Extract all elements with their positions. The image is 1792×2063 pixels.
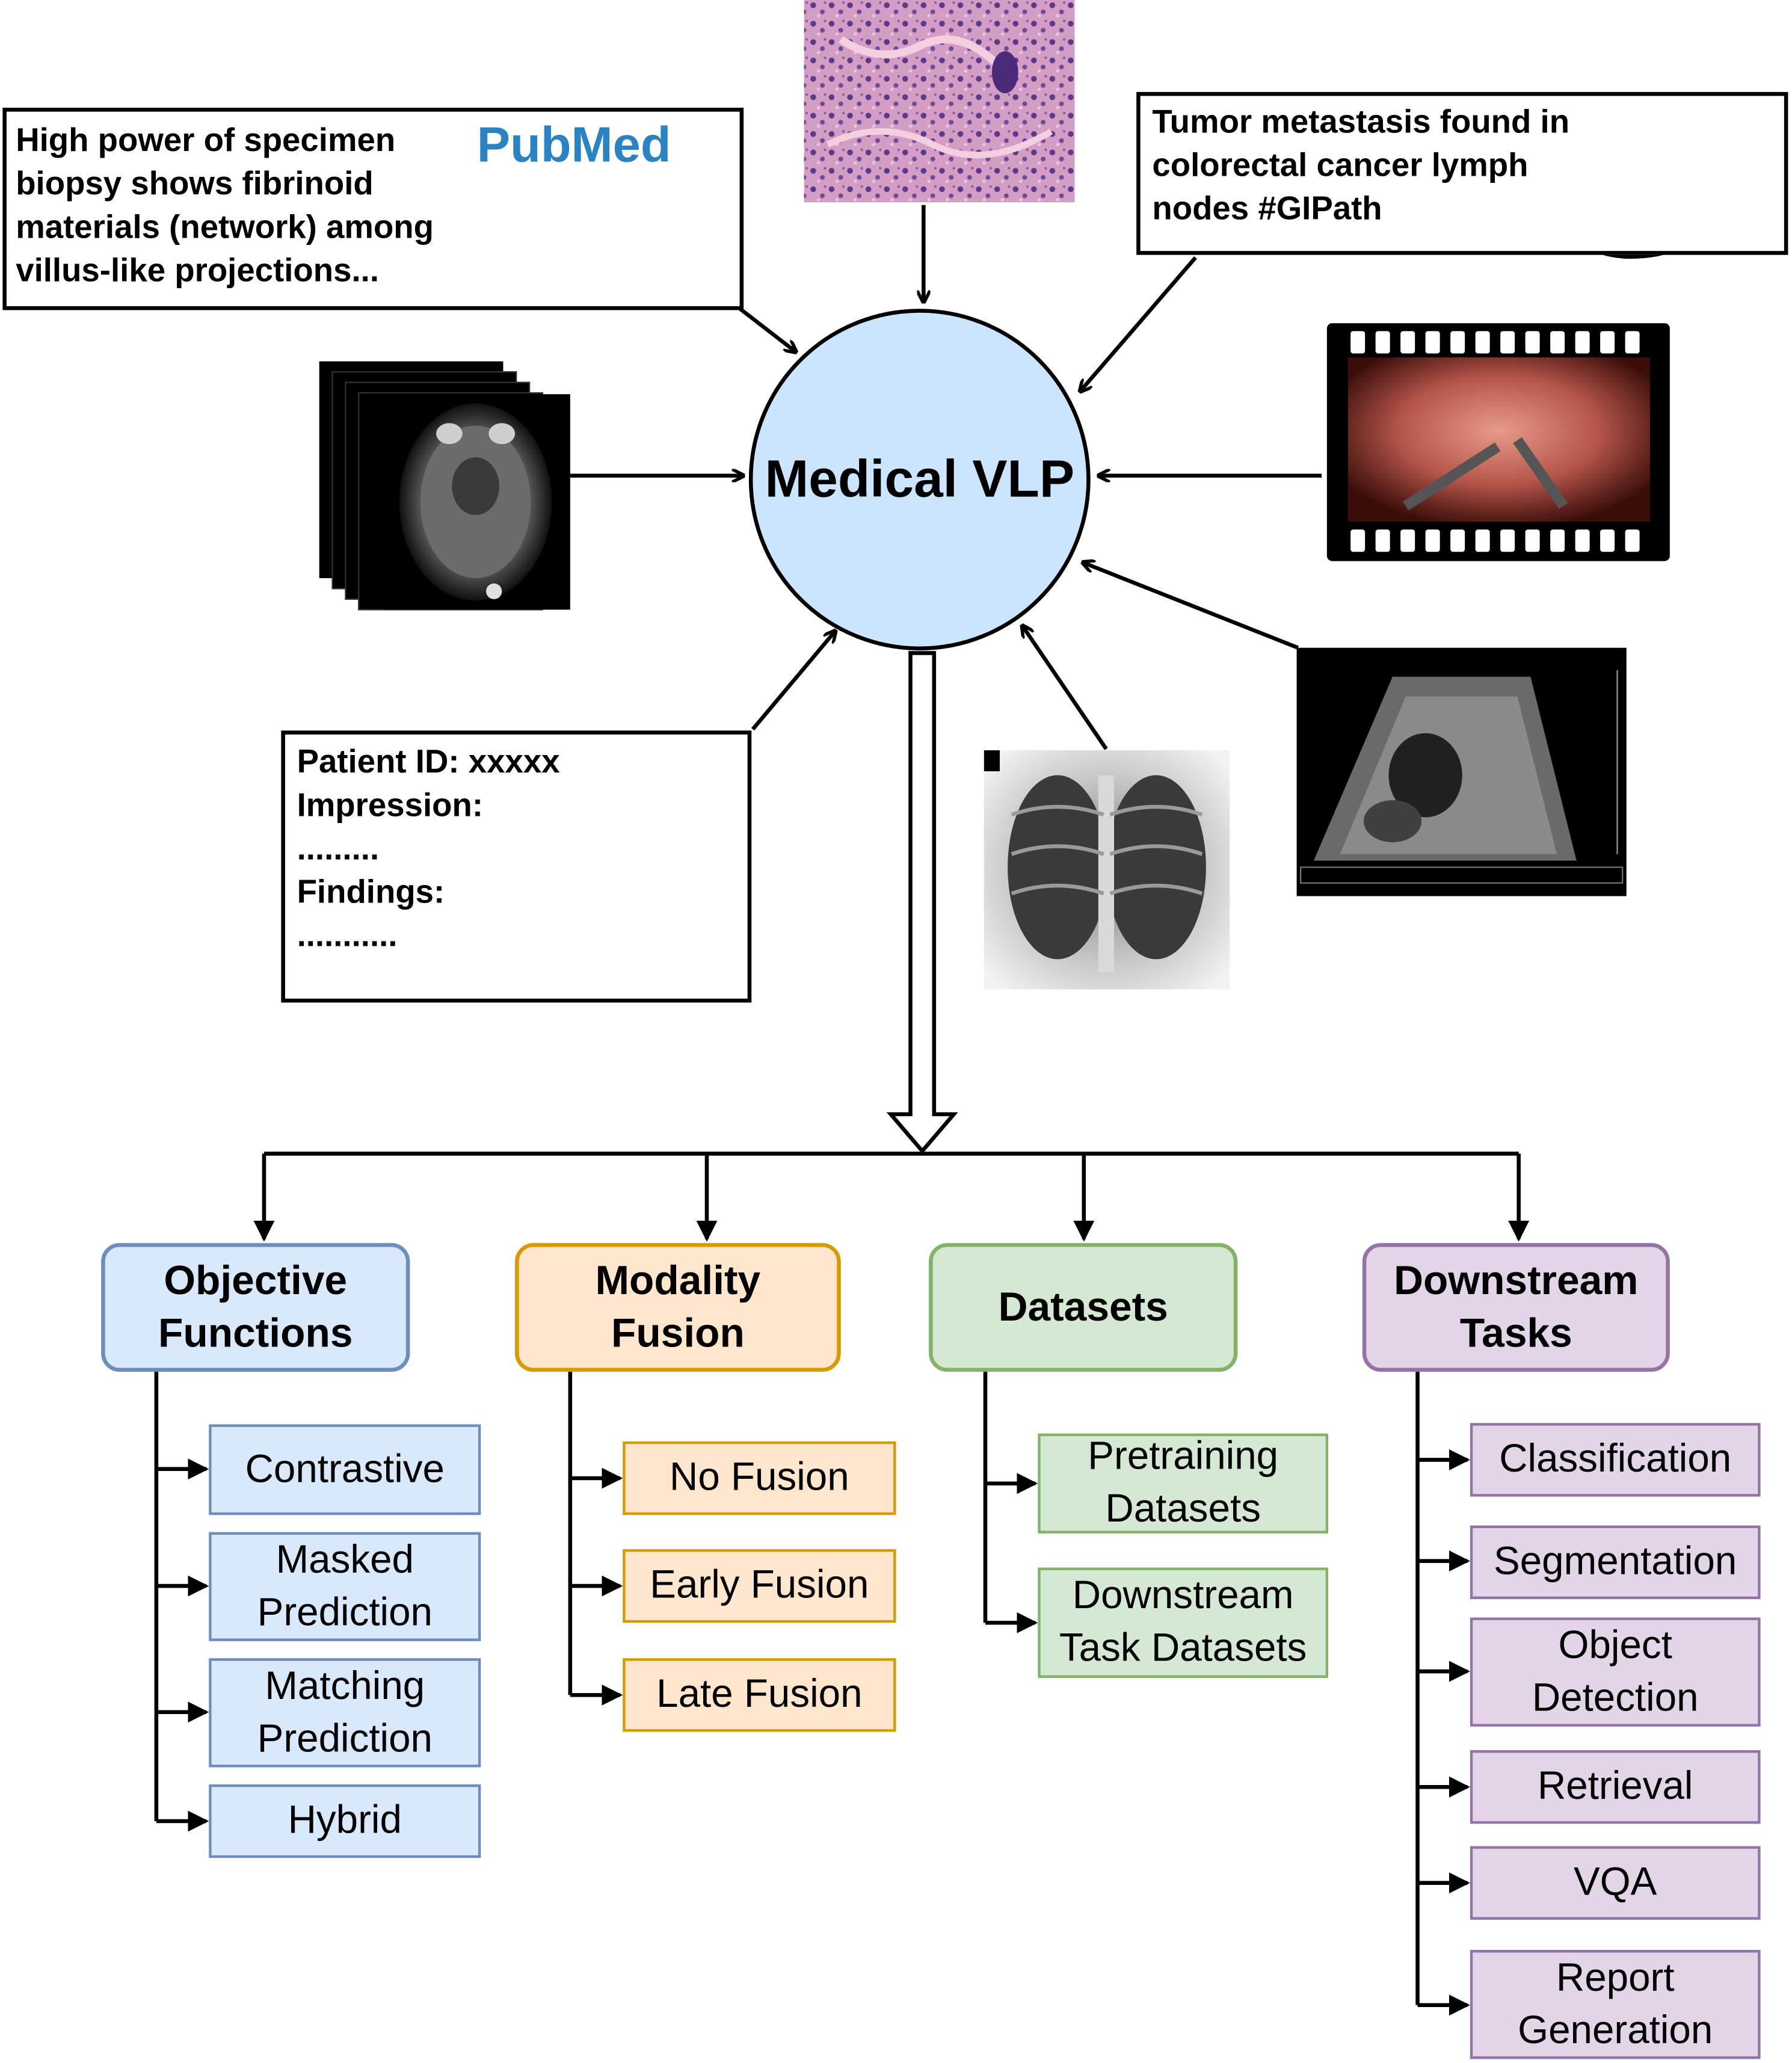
film-sprocket-hole bbox=[1625, 529, 1640, 552]
leaf-retrieval: Retrieval bbox=[1470, 1750, 1761, 1824]
category-modality-fusion: Modality Fusion bbox=[515, 1243, 841, 1372]
surgical-video-image bbox=[1326, 323, 1670, 561]
leaf-classification: Classification bbox=[1470, 1423, 1761, 1497]
leaf-late-fusion: Late Fusion bbox=[623, 1658, 896, 1732]
histopathology-image bbox=[804, 0, 1075, 203]
tweet-box bbox=[1136, 91, 1788, 255]
leaf-connectors bbox=[154, 1372, 1470, 2016]
film-sprocket-hole bbox=[1600, 331, 1615, 354]
film-sprocket-hole bbox=[1400, 529, 1415, 552]
mri-stack-image bbox=[319, 361, 570, 611]
medical-vlp-label: Medical VLP bbox=[765, 450, 1075, 508]
ultrasound-image bbox=[1296, 647, 1627, 896]
pubmed-abstract-box bbox=[2, 108, 744, 310]
input-arrows bbox=[570, 205, 1322, 750]
pubmed-logo: PubMed bbox=[477, 119, 671, 175]
clinical-report-text: Patient ID: xxxxx Impression: ......... … bbox=[297, 744, 560, 954]
film-sprocket-hole bbox=[1425, 529, 1440, 552]
film-sprocket-hole bbox=[1525, 529, 1540, 552]
film-sprocket-hole bbox=[1350, 331, 1366, 354]
leaf-hybrid: Hybrid bbox=[209, 1784, 481, 1858]
pubmed-abstract-text: High power of specimen biopsy shows fibr… bbox=[16, 122, 434, 289]
film-sprocket-hole bbox=[1575, 331, 1590, 354]
medical-vlp-node: Medical VLP bbox=[748, 309, 1091, 651]
film-sprocket-hole bbox=[1550, 331, 1565, 354]
leaf-contrastive: Contrastive bbox=[209, 1424, 481, 1516]
film-sprocket-hole bbox=[1500, 529, 1515, 552]
film-sprocket-hole bbox=[1425, 331, 1440, 354]
category-objective-functions: Objective Functions bbox=[101, 1243, 410, 1372]
film-sprocket-hole bbox=[1375, 529, 1390, 552]
pubmed-logo-text: PubMed bbox=[476, 118, 671, 174]
leaf-matching-prediction: Matching Prediction bbox=[209, 1658, 481, 1768]
category-branches bbox=[253, 1152, 1530, 1242]
film-sprocket-hole bbox=[1350, 529, 1366, 552]
main-output-arrow bbox=[886, 651, 958, 1155]
clinical-report-box bbox=[281, 730, 752, 1003]
leaf-segmentation: Segmentation bbox=[1470, 1525, 1761, 1599]
film-sprocket-hole bbox=[1400, 331, 1415, 354]
film-sprocket-hole bbox=[1525, 331, 1540, 354]
film-sprocket-hole bbox=[1575, 529, 1590, 552]
film-sprocket-hole bbox=[1500, 331, 1515, 354]
category-datasets: Datasets bbox=[929, 1243, 1238, 1372]
chest-xray-image bbox=[984, 750, 1230, 990]
leaf-object-detection: Object Detection bbox=[1470, 1617, 1761, 1727]
category-downstream-tasks: Downstream Tasks bbox=[1362, 1243, 1670, 1372]
film-sprocket-hole bbox=[1600, 529, 1615, 552]
leaf-downstream-task-datasets: Downstream Task Datasets bbox=[1038, 1567, 1329, 1678]
leaf-masked-prediction: Masked Prediction bbox=[209, 1532, 481, 1641]
film-sprocket-hole bbox=[1475, 331, 1490, 354]
film-sprocket-hole bbox=[1375, 331, 1390, 354]
tweet-text: Tumor metastasis found in colorectal can… bbox=[1152, 103, 1570, 227]
leaf-no-fusion: No Fusion bbox=[623, 1441, 896, 1516]
leaf-early-fusion: Early Fusion bbox=[623, 1549, 896, 1623]
leaf-pretraining-datasets: Pretraining Datasets bbox=[1038, 1433, 1329, 1534]
film-sprocket-hole bbox=[1450, 331, 1465, 354]
film-sprocket-hole bbox=[1550, 529, 1565, 552]
film-sprocket-hole bbox=[1475, 529, 1490, 552]
film-sprocket-hole bbox=[1450, 529, 1465, 552]
leaf-report-generation: Report Generation bbox=[1470, 1950, 1761, 2059]
film-sprocket-hole bbox=[1625, 331, 1640, 354]
leaf-vqa: VQA bbox=[1470, 1846, 1761, 1920]
